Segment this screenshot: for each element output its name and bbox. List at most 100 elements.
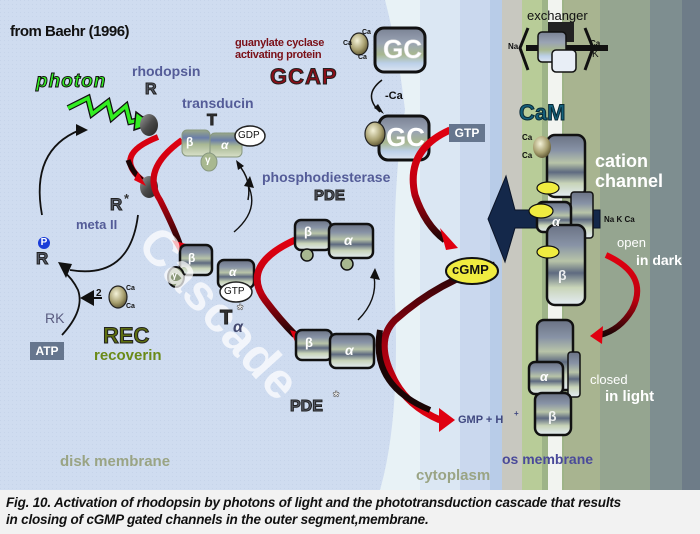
exchanger-na-label: Na <box>508 42 519 51</box>
activation-arc-pde <box>253 236 298 338</box>
cam-ca-label-2: Ca <box>522 151 533 160</box>
disk-membrane-label: disk membrane <box>60 453 171 470</box>
pde-star-symbol: PDE <box>290 398 324 415</box>
cation-label: cation <box>595 151 649 171</box>
transducin-label: transducin <box>182 95 254 111</box>
t-alpha-subscript: α <box>233 319 243 336</box>
figure-caption: Fig. 10. Activation of rhodopsin by phot… <box>6 494 696 528</box>
channel-label: channel <box>595 171 664 191</box>
gmp-proton-superscript: + <box>514 409 519 418</box>
exchanger-ca-label: Ca <box>590 39 601 48</box>
transducin-alpha-label: α <box>221 138 229 152</box>
r-star-asterisk: * <box>124 191 130 206</box>
meta-ii-label: meta II <box>76 217 118 232</box>
diagram-graphics <box>0 0 700 490</box>
beta-gamma-subunit <box>178 243 214 277</box>
rec-label: REC <box>102 323 150 348</box>
gcap-ca-label-3: Ca <box>358 54 367 61</box>
band-gray <box>502 0 522 490</box>
os-membrane-label: os membrane <box>502 451 594 467</box>
cgmp-oval <box>445 257 499 285</box>
diagram-canvas: Cascade from Baehr (1996) photon rhodops… <box>0 0 700 490</box>
exchanger-label: exchanger <box>527 8 588 23</box>
rk-label: RK <box>45 310 65 326</box>
recoverin-ca-label-1: Ca <box>126 285 135 292</box>
r-star-symbol: R <box>109 195 123 214</box>
t-alpha-asterisk: * <box>237 302 244 319</box>
beta-gamma-gamma-label: γ <box>172 270 178 280</box>
recoverin-block-arrow <box>80 290 94 306</box>
close-transition-arc <box>599 252 641 338</box>
gcap-ca-ball <box>349 32 369 56</box>
pde-alpha-active-label: α <box>345 342 354 358</box>
channel-closed-alpha-label: α <box>540 369 549 384</box>
cytoplasm-label: cytoplasm <box>416 467 491 484</box>
gcap-description-2: activating protein <box>235 49 322 61</box>
band-sage <box>600 0 650 490</box>
hydrolysis-arrowhead <box>439 408 455 432</box>
t-alpha-alpha-label: α <box>229 265 237 279</box>
pde-beta-inactive-label: β <box>304 224 312 239</box>
pde-beta-active <box>294 328 334 362</box>
recoverin-ca-ball <box>108 285 128 309</box>
beta-gamma-beta-label: β <box>188 251 196 265</box>
closed-label: closed <box>590 372 628 387</box>
channel-open-upper <box>545 133 587 199</box>
atp-box: ATP <box>30 342 64 360</box>
rhodopsin-ball <box>140 114 158 136</box>
exchanger-k-label: K <box>592 49 599 60</box>
caption-line-2: in closing of cGMP gated channels in the… <box>6 512 429 527</box>
gcap-ca-label-1: Ca <box>362 29 371 36</box>
band-dark-slate <box>682 0 700 490</box>
pde-alpha-inactive <box>327 222 375 260</box>
transducin-symbol: T <box>207 112 218 129</box>
phosphodiesterase-label: phosphodiesterase <box>262 169 391 185</box>
band-lightblue <box>490 0 502 490</box>
gtp-oval-t <box>219 281 253 303</box>
gc-active-label: GC <box>386 122 425 152</box>
in-light-label: in light <box>605 388 655 405</box>
in-dark-label: in dark <box>636 252 682 268</box>
pde-star-asterisk: * <box>333 389 340 406</box>
cgmp-site-1 <box>536 181 560 195</box>
minus-ca-label: -Ca <box>385 90 403 102</box>
pde-alpha-inactive-label: α <box>344 232 353 248</box>
gc-inactive-label: GC <box>383 34 423 64</box>
channel-open-beta-label: β <box>558 267 567 283</box>
gcap-ca-label-2: Ca <box>343 40 352 47</box>
gmp-label: GMP + H <box>458 414 504 426</box>
source-label: from Baehr (1996) <box>10 23 130 40</box>
recoverin-ca-label-2: Ca <box>126 303 135 310</box>
recoverin-label: recoverin <box>94 347 162 364</box>
gdp-oval <box>234 125 266 147</box>
atp-arrow <box>61 271 81 336</box>
gcap-description-1: guanylate cyclase <box>235 37 325 49</box>
phosphate-badge: P <box>38 237 50 249</box>
caption-line-1: Fig. 10. Activation of rhodopsin by phot… <box>6 495 621 510</box>
open-label: open <box>617 235 646 250</box>
rhodopsin-label: rhodopsin <box>132 63 201 79</box>
cgmp-label: cGMP <box>452 262 489 277</box>
pde-symbol: PDE <box>314 187 346 204</box>
cam-ca-label-1: Ca <box>522 133 533 142</box>
t-alpha-symbol: T <box>219 307 233 329</box>
pde-beta-active-label: β <box>305 335 313 350</box>
recycle-arrow-top <box>38 129 81 216</box>
gtp-box-gc: GTP <box>449 124 485 142</box>
rhodopsin-symbol: R <box>145 81 158 98</box>
transducin-gamma-label: γ <box>205 155 211 166</box>
cgmp-site-3 <box>536 245 560 259</box>
transducin-gamma <box>200 152 218 172</box>
phosphorylated-r-symbol: R <box>35 249 49 268</box>
pde-beta-inactive <box>293 218 333 252</box>
transducin-beta-label: β <box>186 135 194 149</box>
na-k-ca-label: Na K Ca <box>604 215 635 224</box>
cyclase-arrowhead <box>440 228 458 250</box>
r-star-to-rp-arrow <box>69 214 139 273</box>
gdp-label: GDP <box>238 130 260 141</box>
photon-label: photon <box>35 71 107 92</box>
recoverin-stoich-label: 2 <box>96 288 102 299</box>
band-slate <box>650 0 682 490</box>
channel-open-alpha-label: α <box>552 214 561 229</box>
cyclase-arc <box>409 126 452 243</box>
